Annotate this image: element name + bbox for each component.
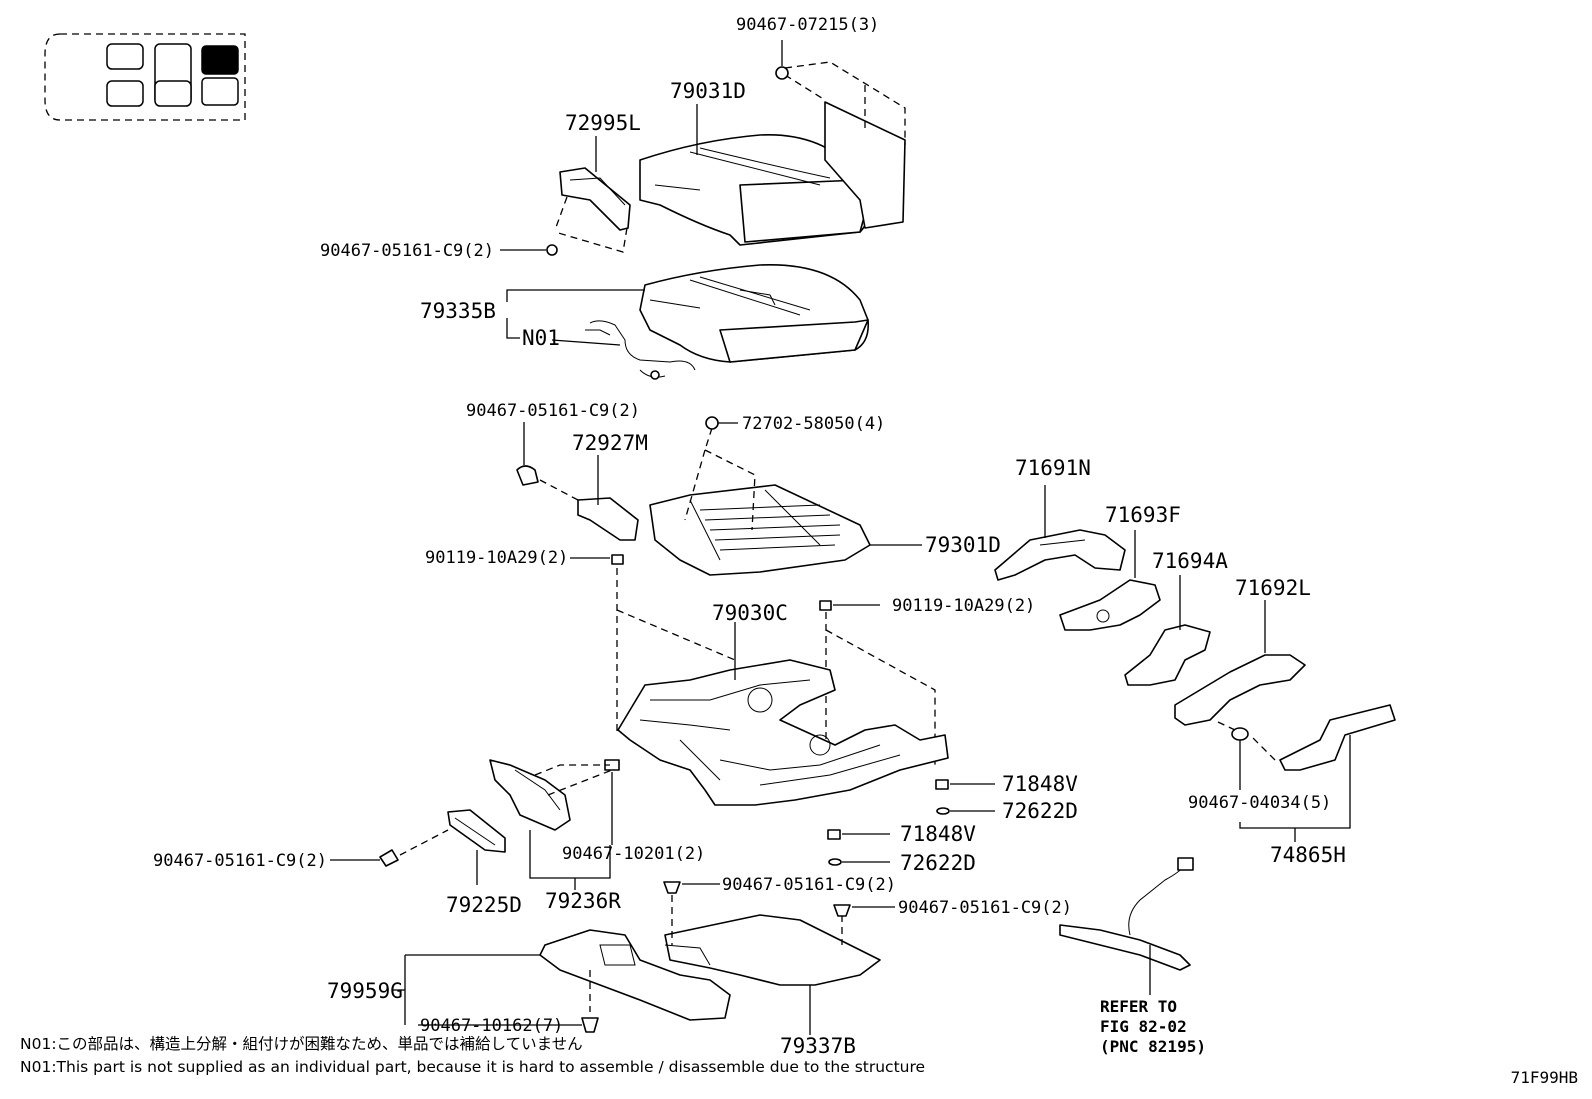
washer-72622D-lower-drawing bbox=[828, 858, 890, 866]
trim-79225D-drawing bbox=[447, 809, 506, 853]
label-72995L: 72995L bbox=[565, 111, 641, 135]
label-72622D-lower: 72622D bbox=[900, 851, 976, 875]
label-90467-05161-lower-b: 90467-05161-C9(2) bbox=[898, 898, 1072, 918]
label-90467-04034: 90467-04034(5) bbox=[1188, 793, 1331, 813]
clip-90467-10162-drawing bbox=[418, 1017, 599, 1033]
washer-72622D-upper-drawing bbox=[936, 807, 995, 815]
label-79337B: 79337B bbox=[780, 1034, 856, 1058]
label-90467-10201: 90467-10201(2) bbox=[562, 844, 705, 864]
bolt-90119-10A29-left-drawing bbox=[570, 554, 624, 565]
bracket-72927M-drawing bbox=[577, 497, 639, 541]
seat-cushion-cover-drawing bbox=[639, 101, 906, 246]
figure-code: 71F99HB bbox=[1510, 1068, 1578, 1087]
label-90467-05161-top: 90467-05161-C9(2) bbox=[320, 241, 494, 261]
label-72927M: 72927M bbox=[572, 431, 648, 455]
label-72702-58050: 72702-58050(4) bbox=[742, 414, 885, 434]
nut-71848V-upper-drawing bbox=[935, 779, 995, 790]
wire-harness-82195-drawing bbox=[1059, 857, 1194, 971]
label-71692L: 71692L bbox=[1235, 576, 1311, 600]
clip-90467-05161-left-drawing bbox=[330, 849, 399, 867]
under-cover-79959G-drawing bbox=[539, 929, 731, 1021]
refer-line-1: REFER TO bbox=[1100, 997, 1177, 1016]
shield-71692L-drawing bbox=[1174, 654, 1306, 726]
label-90119-10A29-left: 90119-10A29(2) bbox=[425, 548, 568, 568]
clip-90467-05161-top-drawing bbox=[500, 244, 558, 256]
seat-cushion-pad-drawing bbox=[639, 263, 870, 363]
label-90119-10A29-right: 90119-10A29(2) bbox=[892, 596, 1035, 616]
note-japanese: N01:この部品は、構造上分解・組付けが困難なため、単品では補給していません bbox=[20, 1035, 583, 1053]
label-79959G: 79959G bbox=[327, 979, 403, 1003]
label-79236R: 79236R bbox=[545, 889, 621, 913]
label-90467-10162: 90467-10162(7) bbox=[420, 1016, 563, 1036]
bolt-90119-10A29-right-drawing bbox=[819, 600, 880, 611]
cover-72995L-drawing bbox=[559, 167, 631, 231]
clip-90467-05161-mid-drawing bbox=[516, 422, 539, 486]
label-71691N: 71691N bbox=[1015, 456, 1091, 480]
label-79301D: 79301D bbox=[925, 533, 1001, 557]
seat-locator-icon bbox=[44, 33, 246, 121]
label-90467-05161-left: 90467-05161-C9(2) bbox=[153, 851, 327, 871]
label-79225D: 79225D bbox=[446, 893, 522, 917]
refer-line-3: (PNC 82195) bbox=[1100, 1037, 1206, 1056]
nut-71848V-lower-drawing bbox=[827, 829, 890, 840]
label-79030C: 79030C bbox=[712, 601, 788, 625]
label-71693F: 71693F bbox=[1105, 503, 1181, 527]
bar-74865H-drawing bbox=[1279, 704, 1396, 771]
clip-90467-07215-drawing bbox=[775, 40, 789, 80]
shield-71693F-drawing bbox=[1059, 579, 1161, 631]
shield-71691N-drawing bbox=[994, 529, 1126, 581]
seat-lower-frame-drawing bbox=[617, 659, 949, 806]
clip-90467-05161-lower-a-drawing bbox=[663, 881, 720, 894]
label-N01: N01 bbox=[522, 326, 560, 350]
refer-line-2: FIG 82-02 bbox=[1100, 1017, 1187, 1036]
seat-cushion-frame-drawing bbox=[649, 484, 871, 576]
label-71848V-lower: 71848V bbox=[900, 822, 976, 846]
label-90467-05161-lower-a: 90467-05161-C9(2) bbox=[722, 875, 896, 895]
cover-79236R-drawing bbox=[489, 759, 571, 831]
clip-72702-58050-drawing bbox=[705, 416, 738, 430]
note-english: N01:This part is not supplied as an indi… bbox=[20, 1058, 926, 1076]
under-cover-79337B-drawing bbox=[664, 914, 881, 986]
label-79031D: 79031D bbox=[670, 79, 746, 103]
clip-90467-04034-drawing bbox=[1231, 727, 1249, 790]
label-90467-07215: 90467-07215(3) bbox=[736, 15, 879, 35]
label-71694A: 71694A bbox=[1152, 549, 1228, 573]
label-74865H: 74865H bbox=[1270, 843, 1346, 867]
shield-71694A-drawing bbox=[1124, 624, 1211, 686]
clip-90467-05161-lower-b-drawing bbox=[833, 904, 895, 917]
label-72622D-upper: 72622D bbox=[1002, 799, 1078, 823]
clip-90467-10201-drawing bbox=[604, 759, 620, 771]
label-90467-05161-mid: 90467-05161-C9(2) bbox=[466, 401, 640, 421]
label-79335B: 79335B bbox=[420, 299, 496, 323]
heater-harness-N01-drawing bbox=[585, 320, 696, 380]
label-71848V-upper: 71848V bbox=[1002, 772, 1078, 796]
